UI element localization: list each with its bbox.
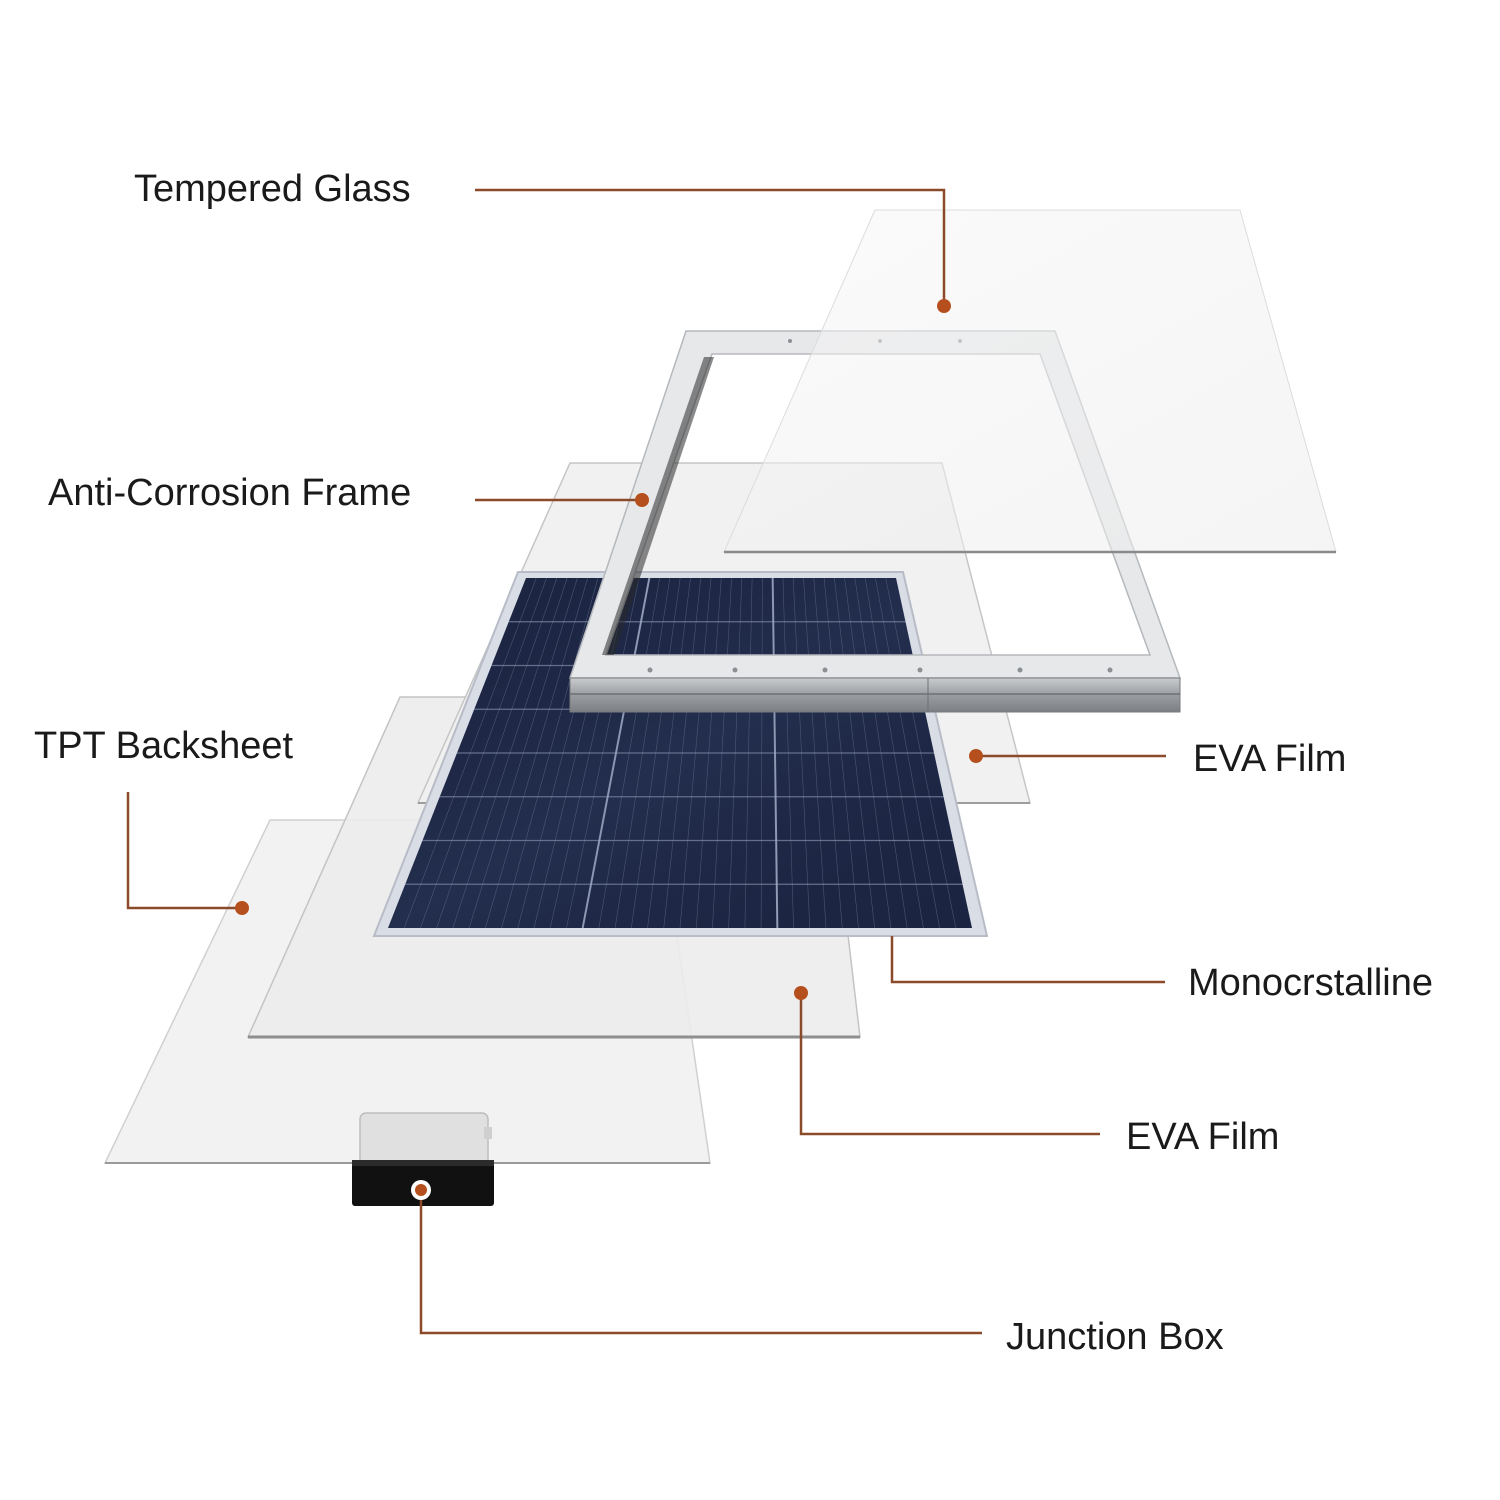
- monocrystalline-cells: [372, 571, 989, 937]
- leader-dot-tempered-glass: [937, 299, 951, 313]
- frame-front-side: [569, 677, 1181, 713]
- leader-line-eva-bottom: [799, 993, 1100, 1136]
- leader-line-mono: [890, 936, 1165, 984]
- leader-dot-eva-bottom: [794, 986, 808, 1000]
- label-anti-corrosion-frame: Anti-Corrosion Frame: [48, 472, 412, 514]
- leader-dot-eva-top: [969, 749, 983, 763]
- junction-box-cover: [359, 1112, 489, 1166]
- leader-dots: [235, 299, 983, 1200]
- leader-line-junction-box: [419, 1190, 982, 1335]
- label-eva-film-top: EVA Film: [1193, 738, 1347, 780]
- junction-box-tab: [484, 1127, 492, 1139]
- leader-dot-tpt: [235, 901, 249, 915]
- tempered-glass-layer: [723, 209, 1337, 553]
- leader-dot-frame: [635, 493, 649, 507]
- junction-box-base-rim: [352, 1160, 494, 1166]
- frame-inner-shadow: [602, 357, 714, 655]
- leader-line-tpt: [126, 792, 242, 910]
- cell-panel-sheen: [388, 578, 972, 928]
- label-tempered-glass: Tempered Glass: [134, 168, 411, 210]
- label-tpt-backsheet: TPT Backsheet: [34, 725, 294, 767]
- leader-line-tempered-glass: [475, 188, 946, 306]
- label-eva-film-bottom: EVA Film: [1126, 1116, 1280, 1158]
- label-junction-box: Junction Box: [1006, 1316, 1224, 1358]
- label-monocrystalline: Monocrstalline: [1188, 962, 1433, 1004]
- leader-dot-junction-box: [415, 1184, 427, 1196]
- leader-lines: [126, 188, 1166, 1335]
